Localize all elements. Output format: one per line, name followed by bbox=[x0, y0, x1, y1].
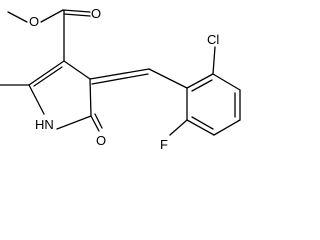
atom-label-ring-nitrogen: HN bbox=[35, 117, 54, 132]
bond-layer bbox=[0, 9, 241, 136]
bond-exocyclic-double-a bbox=[89, 68, 150, 80]
bond-n-c5 bbox=[56, 115, 92, 130]
bond-ome-carbonyl-c bbox=[40, 9, 64, 23]
bond-carbonyl-double-b bbox=[63, 13, 91, 17]
bond-ome-methyl bbox=[7, 11, 28, 23]
bond-c2-n bbox=[28, 84, 45, 115]
bond-vinyl-to-aryl bbox=[148, 68, 188, 89]
bond-c3-c2-double-a bbox=[28, 60, 65, 86]
atom-label-chlorine: Cl bbox=[207, 32, 219, 47]
bond-ar-c4-c5 bbox=[213, 119, 241, 136]
bond-exocyclic-double-b bbox=[91, 73, 149, 85]
bond-c3-c2-double-b bbox=[33, 66, 63, 87]
atom-label-ester-methoxy-oxygen: O bbox=[29, 14, 39, 29]
bond-c4-c3 bbox=[63, 60, 91, 80]
bond-ar-c1-c2 bbox=[186, 73, 214, 89]
bond-ar-c2-c3 bbox=[212, 73, 241, 91]
bond-c5-o-double-a bbox=[90, 115, 100, 132]
bond-carbonyl-double-a bbox=[62, 9, 91, 13]
bond-ar-fluoro bbox=[169, 119, 188, 136]
atom-label-lactam-oxygen: O bbox=[96, 133, 106, 148]
bond-c5-o-double-b bbox=[94, 113, 103, 129]
atom-label-ester-carbonyl-oxygen: O bbox=[91, 6, 101, 21]
bond-ar-inner-c bbox=[191, 116, 214, 130]
atom-label-layer: O O HN O Cl F bbox=[29, 6, 219, 152]
bond-ar-chloro bbox=[212, 46, 216, 75]
chemical-structure-diagram: O O HN O Cl F bbox=[0, 6, 241, 152]
bond-c5-c4 bbox=[89, 78, 92, 117]
bond-ar-inner-a bbox=[191, 79, 213, 92]
atom-label-fluorine: F bbox=[160, 137, 168, 152]
bond-ar-c5-c6 bbox=[186, 119, 215, 136]
